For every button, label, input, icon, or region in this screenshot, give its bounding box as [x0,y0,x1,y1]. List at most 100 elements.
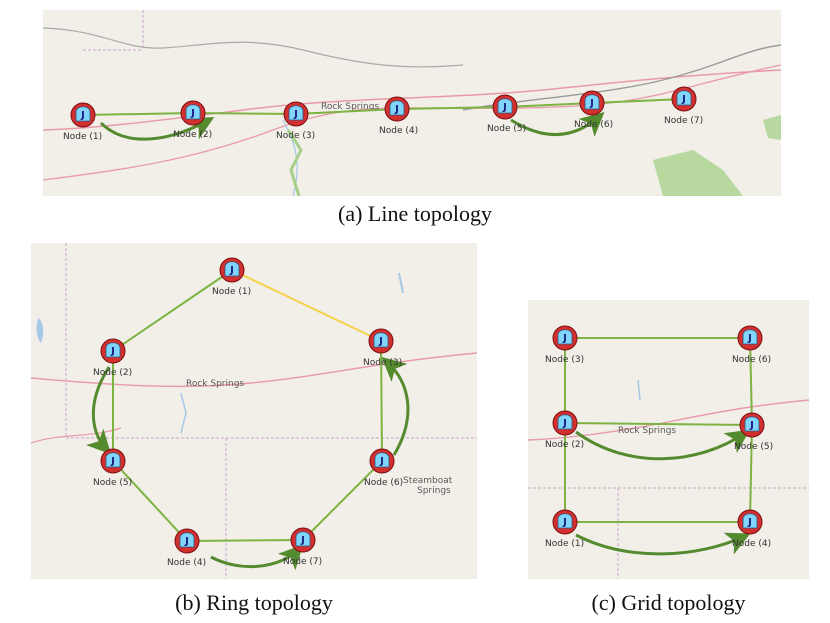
node-glyph: J [110,456,115,467]
message-arrow [99,117,215,141]
message-arrow [575,532,751,556]
node-glyph: J [749,420,754,431]
node-label: Node (1) [63,132,102,142]
node-label: Node (3) [276,131,315,141]
node-glyph: J [562,517,567,528]
node-2[interactable]: J Node (2) [173,100,212,140]
node-glyph: J [293,109,298,120]
link-4-7 [186,539,304,542]
node-glyph: J [747,333,752,344]
link-1-2 [112,269,233,352]
node-label: Node (2) [173,130,212,140]
node-glyph: J [394,104,399,115]
node-label: Node (7) [283,557,322,567]
node-label: Node (6) [732,355,771,365]
ring-arrows [85,357,410,571]
link-1-3 [231,269,382,342]
link-2-3 [192,112,297,115]
link-5-4 [749,424,753,523]
link-5-6 [504,102,593,108]
node-glyph: J [379,456,384,467]
node-glyph: J [190,108,195,119]
node-icon-inner [224,261,240,277]
map-label-steamboat: Steamboat [403,476,453,486]
river [180,392,187,434]
node-4[interactable]: J Node (4) [732,509,771,549]
node-label: Node (4) [379,126,418,136]
node-label: Node (1) [212,287,251,297]
node-icon-inner [389,100,405,116]
link-5-4 [112,460,188,542]
node-label: Node (2) [93,368,132,378]
node-5[interactable]: J Node (5) [93,448,132,488]
node-1[interactable]: J Node (1) [63,102,102,142]
message-arrow [510,112,605,137]
grid-links [564,337,753,523]
map-label-springs: Springs [417,486,451,496]
node-glyph: J [80,110,85,121]
node-2[interactable]: J Node (2) [545,410,584,450]
node-label: Node (6) [574,120,613,130]
node-label: Node (5) [93,478,132,488]
node-icon-inner [584,94,600,110]
node-label: Node (6) [364,478,403,488]
node-icon-inner [742,513,758,529]
node-glyph: J [502,102,507,113]
river-2 [398,272,404,294]
map-label-rock-springs: Rock Springs [618,426,676,436]
park-area [653,150,743,196]
highway-road [528,399,809,441]
link-7-6 [302,460,383,541]
node-label: Node (4) [732,539,771,549]
link-6-7 [591,98,685,104]
node-icon-inner [75,106,91,122]
node-glyph: J [378,336,383,347]
node-icon-inner [557,513,573,529]
node-6[interactable]: J Node (6) [364,448,403,488]
node-glyph: J [562,418,567,429]
node-3[interactable]: J Node (3) [276,101,315,141]
node-icon-inner [105,452,121,468]
node-glyph: J [747,517,752,528]
node-4[interactable]: J Node (4) [379,96,418,136]
county-border [83,10,144,51]
node-icon-inner [557,329,573,345]
park-area-2 [763,115,781,140]
node-6[interactable]: J Node (6) [732,325,771,365]
node-icon-inner [497,98,513,114]
node-1[interactable]: J Node (1) [212,257,251,297]
node-icon-inner [288,105,304,121]
node-glyph: J [229,265,234,276]
lake [36,318,44,343]
message-arrow [575,429,750,461]
message-arrow [210,544,304,571]
node-5[interactable]: J Node (5) [734,412,773,452]
node-icon-inner [373,332,389,348]
river [637,379,641,401]
message-arrow [381,357,410,456]
caption-line: (a) Line topology [338,201,492,226]
node-label: Node (5) [734,442,773,452]
node-icon-inner [295,531,311,547]
caption-grid: (c) Grid topology [591,590,746,615]
node-icon-inner [105,342,121,358]
link-6-5 [749,337,753,426]
node-label: Node (2) [545,440,584,450]
state-border [43,27,464,68]
node-glyph: J [562,333,567,344]
link-1-2 [82,112,194,116]
node-icon-inner [185,104,201,120]
